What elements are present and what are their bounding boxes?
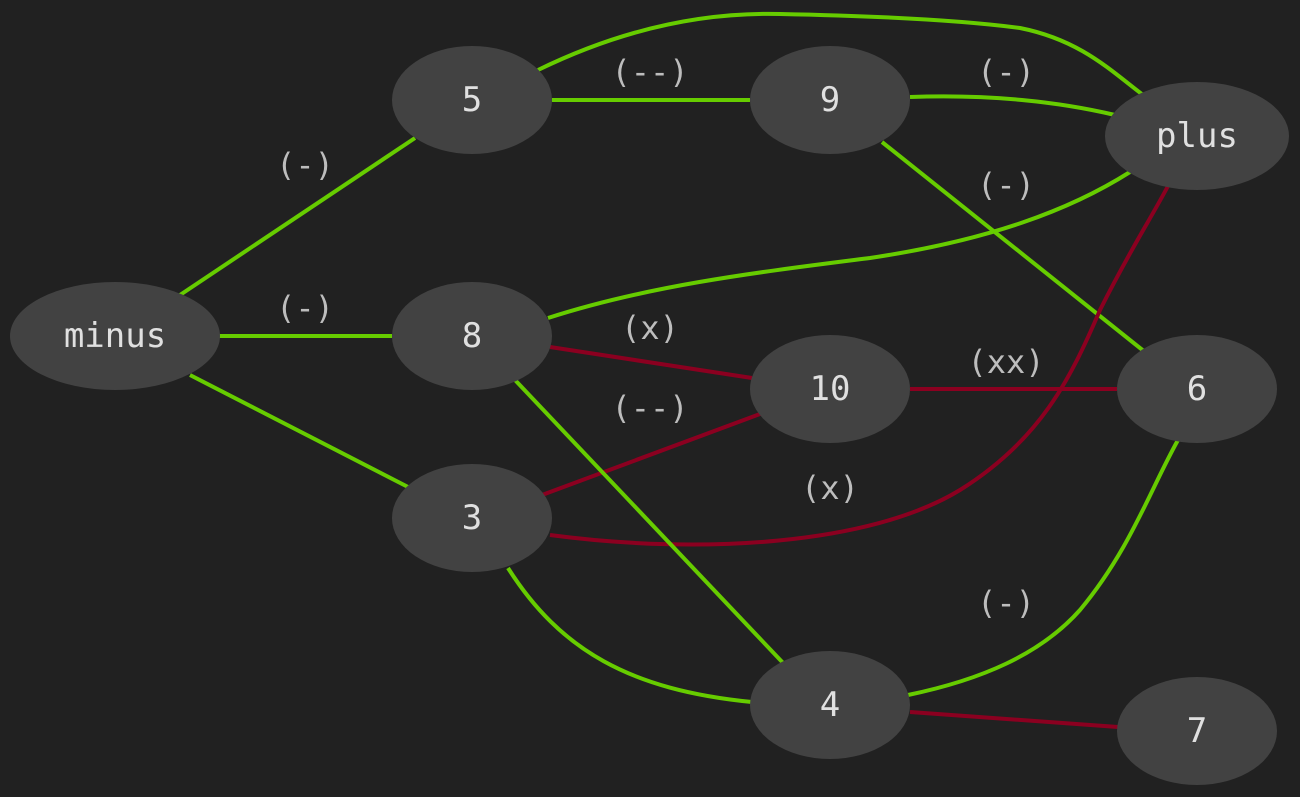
edge-8-4 [513,378,787,667]
node-7[interactable]: 7 [1117,677,1277,785]
edge-9-plus [909,94,1116,117]
node-4[interactable]: 4 [750,651,910,759]
edge-minus-3 [189,373,411,490]
svg-text:5: 5 [462,80,482,120]
node-10[interactable]: 10 [750,335,910,443]
edge-8-plus [547,170,1132,320]
edge-5-plus [537,11,1145,97]
edge-3-plus [549,185,1170,547]
edge-labels: (-) (-) (--) (-) (-) (x) (--) (xx) (x) (… [276,53,1044,622]
svg-text:4: 4 [820,685,840,725]
edge-label: (--) [611,389,688,427]
edge-label: (xx) [967,343,1044,381]
node-6[interactable]: 6 [1117,335,1277,443]
edge-3-4 [506,566,753,704]
svg-text:8: 8 [462,316,482,356]
edge-3-10 [541,412,761,497]
edge-label: (x) [621,309,679,347]
node-plus[interactable]: plus [1105,82,1289,190]
edge-label: (-) [276,146,334,184]
edge-4-7 [909,710,1119,729]
edge-4-6 [907,439,1180,697]
edge-label: (-) [977,584,1035,622]
edge-label: (-) [276,289,334,327]
node-9[interactable]: 9 [750,46,910,154]
svg-text:minus: minus [64,316,166,356]
node-minus[interactable]: minus [10,282,220,390]
svg-text:plus: plus [1156,116,1238,156]
edge-label: (-) [977,166,1035,204]
node-5[interactable]: 5 [392,46,552,154]
edge-minus-5 [178,136,417,297]
svg-text:7: 7 [1187,711,1207,751]
edge-label: (--) [611,53,688,91]
edge-9-6 [880,140,1147,354]
node-3[interactable]: 3 [392,464,552,572]
node-8[interactable]: 8 [392,282,552,390]
edge-8-10 [549,345,753,380]
svg-text:3: 3 [462,498,482,538]
nodes: minus 5 9 plus 8 10 6 3 4 7 [10,46,1289,785]
edges [178,11,1180,729]
svg-text:9: 9 [820,80,840,120]
svg-text:6: 6 [1187,369,1207,409]
svg-text:10: 10 [810,369,851,409]
edge-label: (x) [801,469,859,507]
edge-label: (-) [977,53,1035,91]
